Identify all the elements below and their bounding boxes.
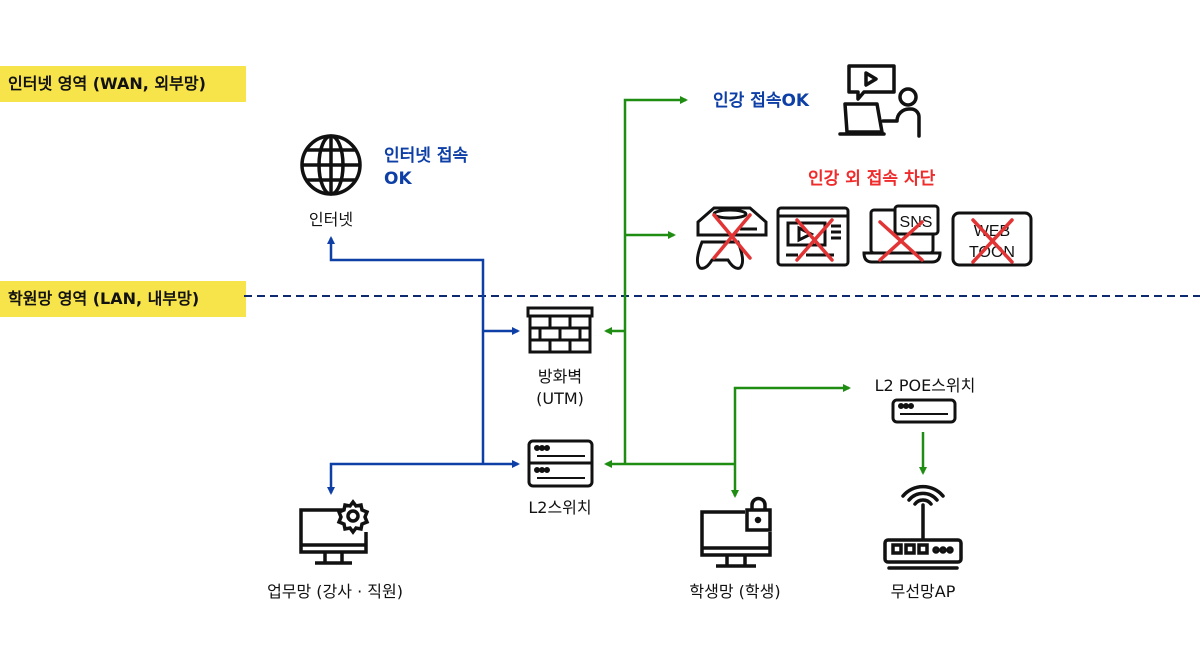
switch-stack-icon [527,439,594,488]
webtoon-text-line2: TOON [969,244,1015,261]
lan-zone-label: 학원망 영역 (LAN, 내부망) [0,281,246,317]
student-network-label: 학생망 (학생) [689,582,781,601]
wifi-router-icon [883,484,963,570]
staff-path [327,236,520,495]
internet-ok-annotation: 인터넷 접속 OK [384,145,468,191]
switch-icon [891,398,957,424]
webtoon-icon: WEB TOON [951,211,1033,267]
video-player-icon [776,206,850,267]
monitor-lock-icon [700,496,772,568]
blocked-title: 인강 외 접속 차단 [808,169,936,189]
firewall-label: 방화벽 (UTM) [515,366,605,410]
monitor-gear-icon [299,499,370,565]
student-path [604,96,927,498]
sns-laptop-icon: SNS [862,204,942,264]
lecture-ok-annotation: 인강 접속OK [713,91,810,111]
sns-text: SNS [900,214,933,231]
blocked-cross-marks [712,213,1014,264]
firewall-label-line1: 방화벽 [537,367,583,386]
firewall-label-line2: (UTM) [536,389,584,408]
brick-wall-icon [526,306,594,354]
webtoon-text-line1: WEB [974,223,1010,240]
poe-switch-label: L2 POE스위치 [874,376,976,395]
online-lecture-icon [838,64,921,138]
internet-label: 인터넷 [308,210,354,229]
l2-switch-label: L2스위치 [528,498,592,517]
globe-icon [300,134,362,196]
game-console-icon [695,206,768,270]
wan-zone-label: 인터넷 영역 (WAN, 외부망) [0,66,246,102]
wireless-ap-label: 무선망AP [890,582,956,601]
staff-network-label: 업무망 (강사 · 직원) [267,582,403,601]
internet-ok-line2: OK [384,169,412,189]
internet-ok-line1: 인터넷 접속 [384,146,469,166]
